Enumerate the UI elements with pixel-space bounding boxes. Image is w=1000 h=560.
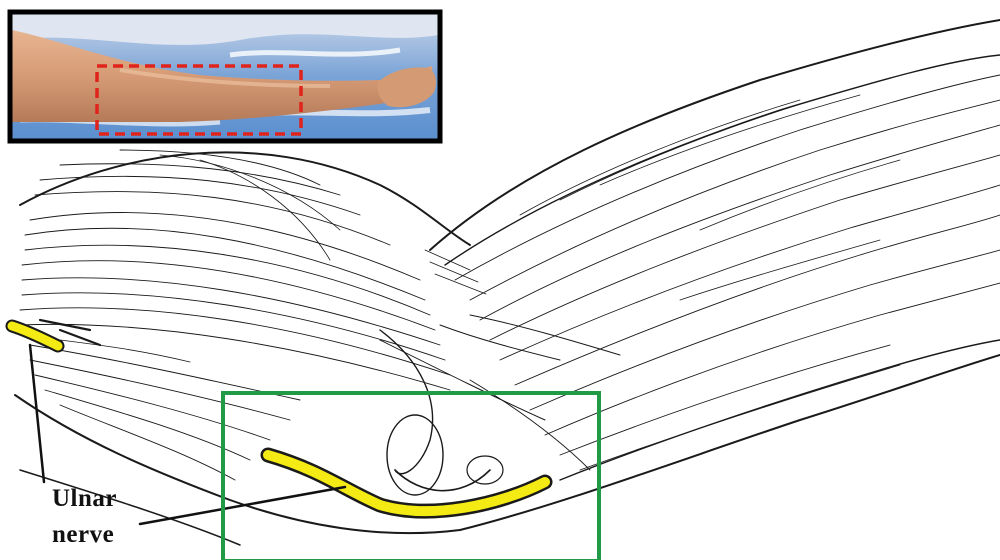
nerve-label-line1: Ulnar xyxy=(52,486,117,511)
nerve-label-line2: nerve xyxy=(52,522,114,547)
inset-photo xyxy=(10,12,440,141)
leader-line-elbow xyxy=(140,487,345,524)
ulnar-nerve xyxy=(12,326,545,511)
